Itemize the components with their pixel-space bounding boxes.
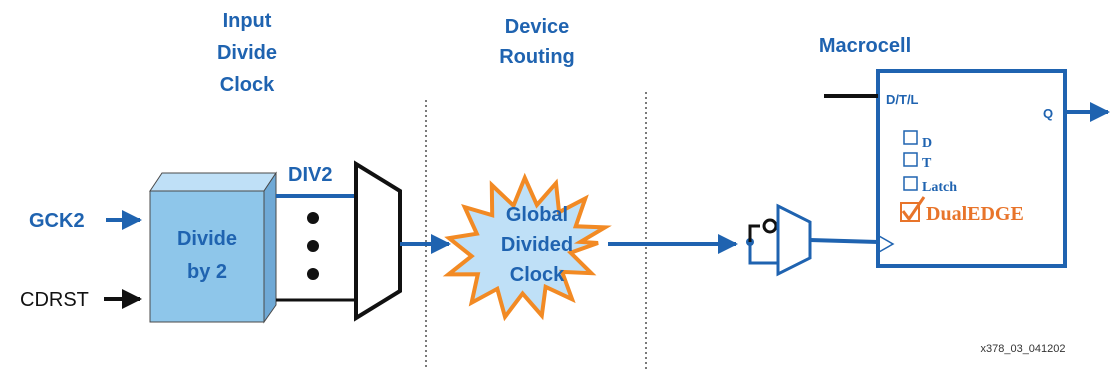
option-label: T [922, 156, 932, 171]
div2-label: DIV2 [288, 164, 332, 186]
clock-input-line [809, 238, 879, 244]
checkbox-dualedge [900, 202, 920, 222]
ellipsis-dot [307, 212, 319, 224]
ellipsis-dot [307, 268, 319, 280]
heading-device-routing: Device Routing [499, 16, 575, 68]
clock-edge-symbol [878, 235, 895, 253]
heading-line: Device [505, 16, 570, 38]
checkmark-icon [901, 196, 926, 222]
macrocell-box [876, 69, 1067, 268]
figure-id: x378_03_041202 [980, 343, 1065, 355]
checkbox-t [903, 152, 918, 167]
heading-input-divide-clock: Input Divide Clock [217, 10, 277, 96]
divider-mux [354, 160, 402, 322]
option-dualedge: DualEDGE [900, 196, 1024, 225]
ellipsis-dot [307, 240, 319, 252]
dtl-label: D/T/L [886, 92, 919, 107]
starburst-label-line: Global [506, 204, 568, 226]
option-t: T [903, 152, 932, 171]
checkbox-d [903, 130, 918, 145]
heading-line: Divide [217, 42, 277, 64]
global-divided-clock-starburst: Global Divided Clock [442, 172, 612, 322]
option-latch: Latch [903, 176, 957, 195]
option-d: D [903, 130, 932, 151]
option-label: DualEDGE [926, 203, 1024, 225]
heading-line: Clock [220, 74, 275, 96]
heading-line: Input [223, 10, 272, 32]
heading-line: Routing [499, 46, 575, 68]
divide-by-2-block: Divide by 2 [149, 171, 277, 324]
inverter-path [746, 218, 778, 265]
option-label: D [922, 136, 932, 151]
option-label: Latch [922, 180, 957, 195]
checkbox-latch [903, 176, 918, 191]
inverter-bubble [762, 218, 778, 234]
heading-macrocell: Macrocell [819, 35, 911, 57]
block-label-line: Divide [177, 228, 237, 250]
starburst-label-line: Divided [501, 234, 573, 256]
polarity-mux [776, 203, 812, 277]
cdrst-label: CDRST [20, 289, 89, 311]
block-label-line: by 2 [187, 261, 227, 283]
q-label: Q [1043, 106, 1053, 121]
starburst-label-line: Clock [510, 264, 565, 286]
gck2-label: GCK2 [29, 210, 85, 232]
